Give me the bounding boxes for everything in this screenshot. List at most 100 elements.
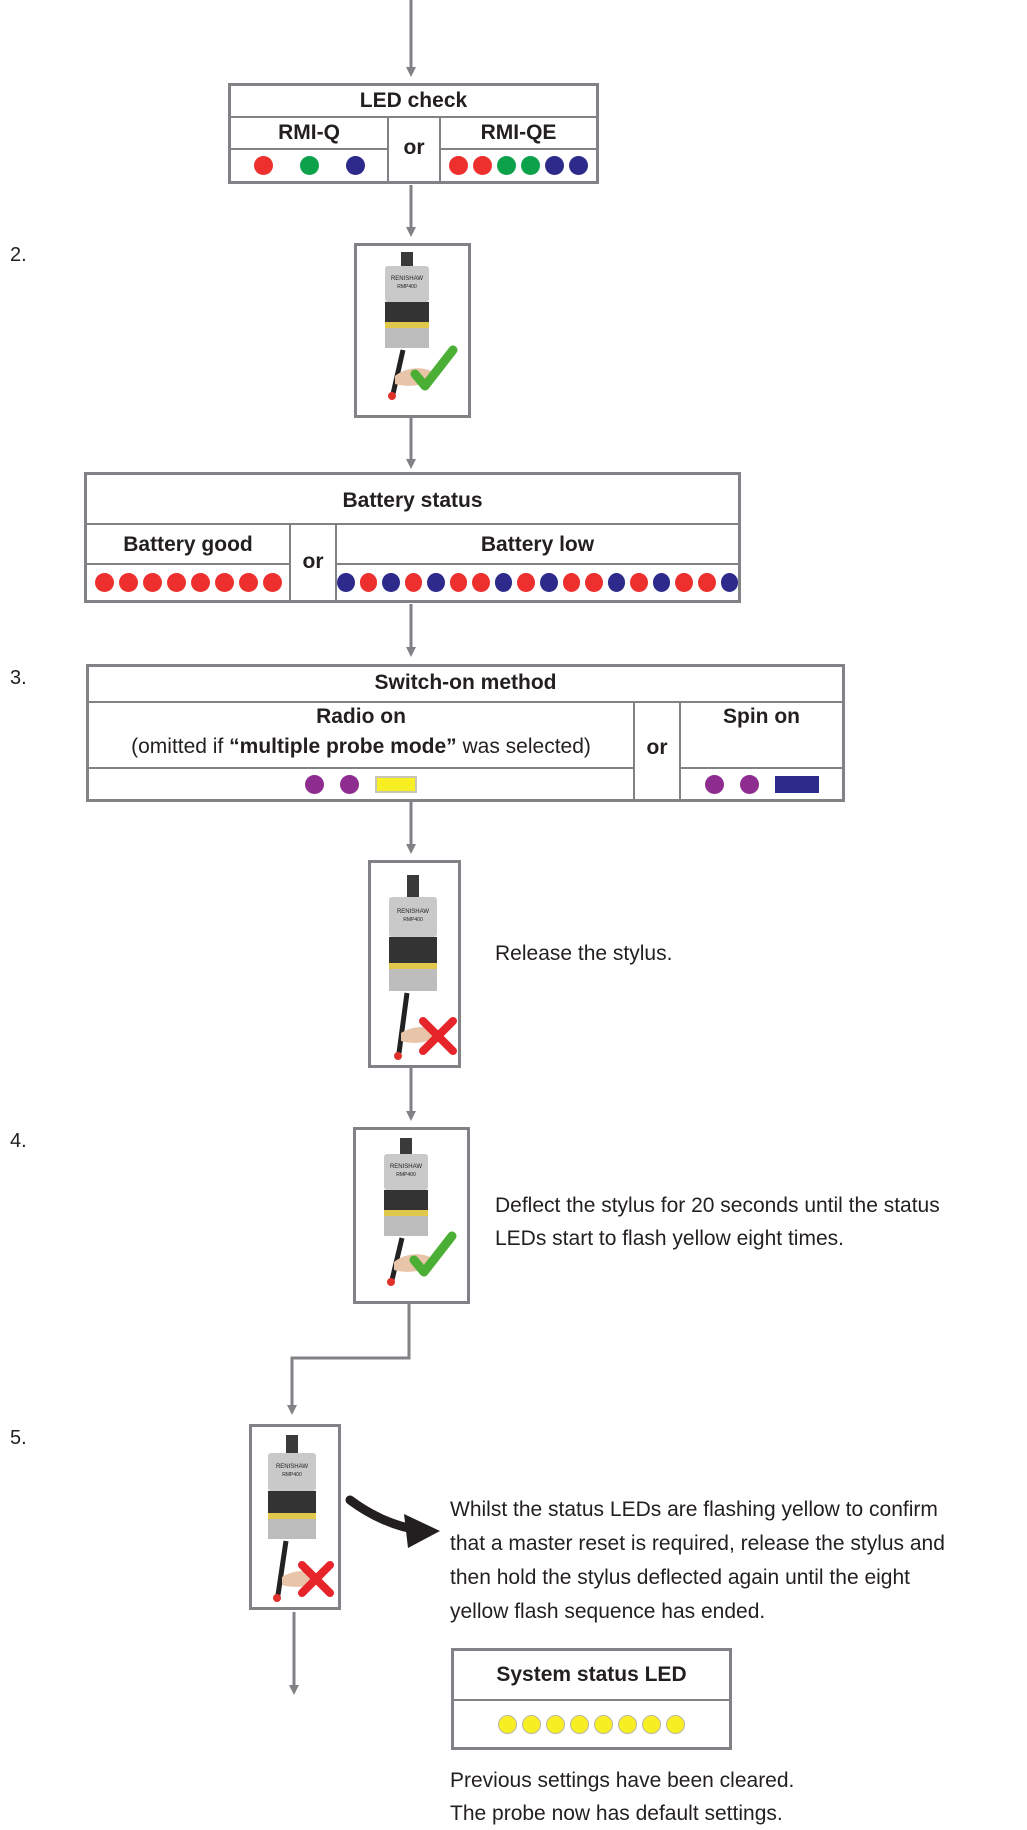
connector-lines bbox=[287, 0, 416, 1695]
rmi-q-leds bbox=[231, 150, 387, 181]
rmi-q-label: RMI-Q bbox=[278, 121, 340, 144]
led-red bbox=[359, 573, 378, 592]
battery-low-label: Battery low bbox=[480, 533, 595, 556]
whilst-line-4: yellow flash sequence has ended. bbox=[450, 1600, 766, 1623]
led-yellow-long bbox=[375, 775, 417, 793]
probe-brand-text: RENISHAW bbox=[391, 276, 423, 282]
radio-on-leds bbox=[89, 769, 633, 799]
led-blue bbox=[336, 573, 355, 592]
led-blue bbox=[494, 573, 513, 592]
led-purple bbox=[739, 774, 759, 794]
probe-image-release-and-hold: RENISHAW RMP400 bbox=[249, 1424, 341, 1610]
release-instruction: Release the stylus. bbox=[495, 942, 673, 965]
switch-on-table: Switch-on method Radio on (omitted if “m… bbox=[86, 664, 845, 802]
radio-note-pre: (omitted if bbox=[131, 735, 230, 758]
step-number-2: 2. bbox=[10, 244, 27, 266]
led-red bbox=[697, 573, 716, 592]
led-red bbox=[262, 573, 282, 592]
curved-arrow-icon bbox=[345, 1495, 440, 1548]
led-red bbox=[142, 573, 162, 592]
led-yellow bbox=[546, 1714, 565, 1734]
led-red bbox=[118, 573, 138, 592]
led-red bbox=[630, 573, 648, 592]
led-red bbox=[214, 573, 234, 592]
led-red bbox=[94, 573, 114, 592]
cleared-line-1: Previous settings have been cleared. bbox=[450, 1769, 795, 1792]
step-number-5: 5. bbox=[10, 1427, 27, 1449]
whilst-line-1: Whilst the status LEDs are flashing yell… bbox=[450, 1498, 938, 1521]
led-red bbox=[675, 573, 693, 592]
led-purple bbox=[340, 774, 359, 794]
led-yellow bbox=[618, 1714, 637, 1734]
cross-icon bbox=[298, 1561, 334, 1597]
probe-model-text: RMP400 bbox=[397, 284, 417, 290]
system-status-leds bbox=[454, 1701, 729, 1747]
battery-low-leds bbox=[336, 565, 739, 600]
led-blue bbox=[427, 573, 445, 592]
spin-on-label: Spin on bbox=[723, 705, 800, 728]
led-red bbox=[449, 573, 468, 592]
probe-image-released: RENISHAW RMP400 bbox=[368, 860, 461, 1068]
whilst-line-2: that a master reset is required, release… bbox=[450, 1532, 945, 1555]
system-status-table: System status LED bbox=[451, 1648, 732, 1750]
check-icon bbox=[410, 345, 458, 391]
system-status-title: System status LED bbox=[496, 1663, 687, 1686]
probe-model-text: RMP400 bbox=[396, 1172, 416, 1178]
led-red bbox=[449, 156, 468, 175]
probe-model-text: RMP400 bbox=[282, 1472, 302, 1478]
arrow-probe3-to-probe4 bbox=[287, 1304, 411, 1415]
led-yellow bbox=[570, 1714, 589, 1734]
battery-status-table: Battery status Battery good or Battery l… bbox=[84, 472, 741, 603]
led-yellow bbox=[522, 1714, 541, 1734]
battery-good-label: Battery good bbox=[123, 533, 253, 556]
deflect-line-1: Deflect the stylus for 20 seconds until … bbox=[495, 1194, 940, 1217]
led-check-table: LED check RMI-Q or RMI-QE bbox=[228, 83, 599, 184]
cleared-line-2: The probe now has default settings. bbox=[450, 1802, 783, 1825]
led-red bbox=[190, 573, 210, 592]
battery-good-leds bbox=[87, 565, 289, 600]
led-yellow bbox=[666, 1714, 685, 1734]
led-check-title: LED check bbox=[359, 89, 468, 112]
switch-on-title: Switch-on method bbox=[374, 671, 557, 694]
led-blue bbox=[382, 573, 400, 592]
radio-note-post: was selected) bbox=[456, 735, 591, 758]
probe-brand-text: RENISHAW bbox=[397, 909, 429, 915]
radio-note-bold: “multiple probe mode” bbox=[229, 735, 457, 758]
deflect-line-2: LEDs start to flash yellow eight times. bbox=[495, 1227, 844, 1250]
spin-on-leds bbox=[681, 769, 842, 799]
check-icon bbox=[409, 1231, 457, 1277]
led-red bbox=[166, 573, 186, 592]
rmi-qe-label: RMI-QE bbox=[480, 121, 557, 144]
step-number-4: 4. bbox=[10, 1130, 27, 1152]
led-red bbox=[253, 156, 273, 175]
step-number-3: 3. bbox=[10, 667, 27, 689]
led-red bbox=[517, 573, 535, 592]
rmi-qe-leds bbox=[441, 150, 596, 181]
probe-image-deflected: RENISHAW RMP400 bbox=[354, 243, 471, 418]
led-purple bbox=[704, 774, 724, 794]
radio-on-note: (omitted if “multiple probe mode” was se… bbox=[89, 735, 633, 759]
led-blue bbox=[345, 156, 365, 175]
led-red bbox=[473, 156, 492, 175]
cleared-note: Previous settings have been cleared. The… bbox=[450, 1764, 794, 1830]
probe-image-deflected-20s: RENISHAW RMP400 bbox=[353, 1127, 470, 1304]
led-yellow bbox=[594, 1714, 613, 1734]
led-red bbox=[404, 573, 423, 592]
led-yellow bbox=[642, 1714, 661, 1734]
probe-model-text: RMP400 bbox=[403, 917, 423, 923]
cross-icon bbox=[419, 1017, 457, 1055]
led-red bbox=[238, 573, 258, 592]
or-label: or bbox=[403, 136, 425, 159]
led-blue bbox=[540, 573, 558, 592]
led-green bbox=[497, 156, 516, 175]
or-label: or bbox=[646, 736, 668, 759]
deflect-instruction: Deflect the stylus for 20 seconds until … bbox=[495, 1189, 940, 1255]
or-label: or bbox=[302, 550, 324, 573]
led-yellow bbox=[498, 1714, 517, 1734]
led-red bbox=[472, 573, 490, 592]
probe-brand-text: RENISHAW bbox=[276, 1464, 308, 1470]
led-red bbox=[562, 573, 581, 592]
led-purple bbox=[305, 774, 324, 794]
led-blue bbox=[652, 573, 671, 592]
